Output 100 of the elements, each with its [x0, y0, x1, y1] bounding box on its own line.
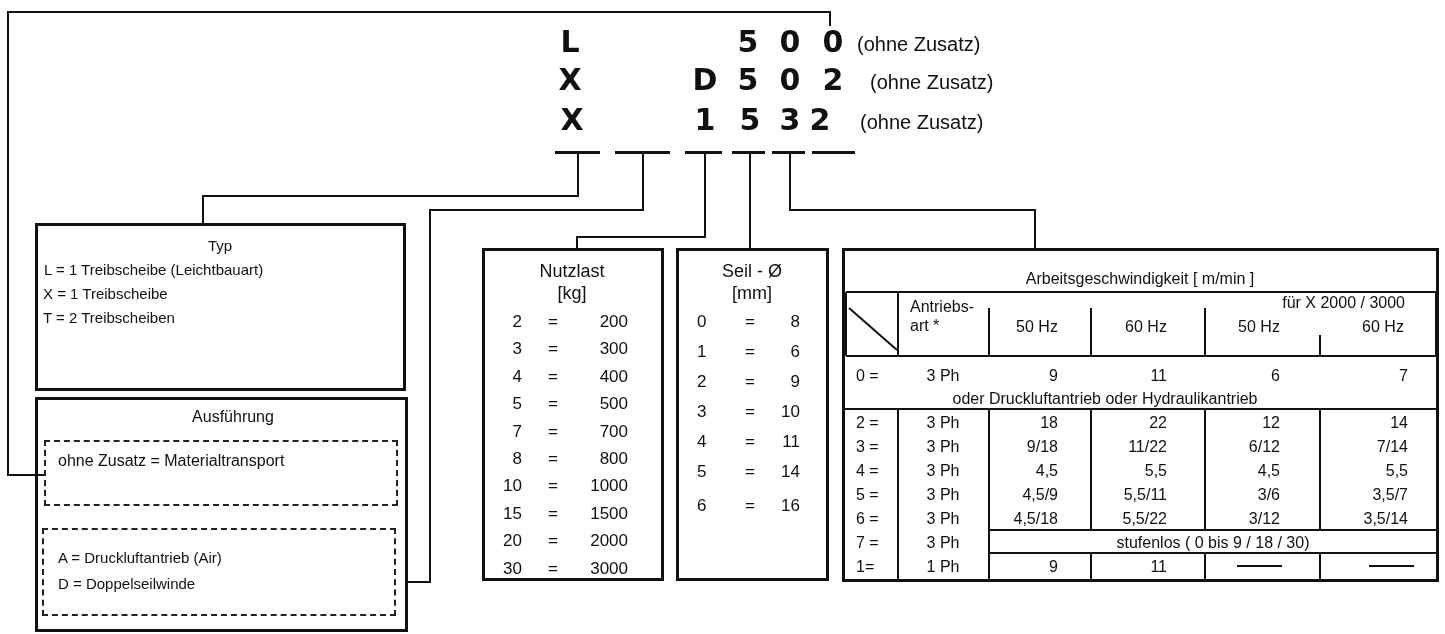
table-cell-text: 6 [1271, 366, 1280, 386]
table-cell-text: 4,5/9 [1022, 485, 1058, 505]
panel-heading: Seil - Ø [mm] [721, 261, 783, 305]
key-entry: X = 1 Treibscheibe [43, 285, 168, 303]
table-cell-text: 3 Ph [926, 461, 960, 481]
table-cell-text: 5 [512, 394, 522, 415]
table-cell-text: 3/12 [1248, 509, 1280, 529]
table-cell-text: 5,5/22 [1122, 509, 1167, 529]
code-character: 2 [809, 102, 831, 138]
option-frame [42, 528, 396, 616]
code-character: X [560, 102, 584, 138]
leader-line [576, 153, 706, 249]
leader-line [202, 153, 579, 224]
table-cell-text: 20 [503, 531, 522, 552]
table-cell-text: 60 Hz [1362, 317, 1404, 337]
leader-line [7, 11, 831, 476]
table-cell-text: = [548, 476, 558, 497]
code-character: D [692, 62, 718, 98]
table-cell-text: 2 = [856, 413, 879, 433]
code-character: 0 [822, 24, 844, 60]
table-cell-text: 3 [512, 339, 522, 360]
table-cell-text: 10 [781, 401, 800, 423]
key-entry: D = Doppelseilwinde [58, 575, 196, 593]
table-cell-text: 5,5/11 [1123, 485, 1167, 505]
code-character: 5 [739, 102, 761, 138]
code-character: 5 [737, 24, 759, 60]
option-frame [44, 440, 398, 506]
table-cell-text: 3 = [856, 437, 879, 457]
code-slot-underline [685, 151, 722, 154]
table-cell-text: 200 [599, 311, 628, 333]
table-cell-text: 3 Ph [926, 533, 960, 553]
table-cell-text: 7 [512, 421, 522, 442]
table-cell-text: 3/6 [1257, 485, 1280, 505]
table-cell-text: 2 [512, 311, 522, 333]
table-cell-text: 2000 [590, 531, 628, 552]
table-cell-text: 4 [697, 431, 707, 453]
table-cell-text: 9 [1049, 557, 1058, 577]
table-cell-text: 6 [697, 495, 707, 517]
table-cell-text: 3 [697, 401, 707, 423]
table-cell-text: = [548, 503, 558, 524]
code-slot-underline [615, 151, 670, 154]
table-cell-text: 10 [503, 476, 522, 497]
code-character: 2 [822, 62, 844, 98]
table-cell-text: 15 [503, 503, 522, 524]
table-cell-text: 4 = [856, 461, 879, 481]
code-character: X [558, 62, 582, 98]
leader-line [749, 153, 751, 249]
table-cell-text: = [745, 431, 755, 453]
table-cell-text: = [745, 311, 755, 333]
table-cell-text: 9 [790, 371, 800, 393]
panel-heading: Ausführung [192, 407, 274, 427]
table-cell-text: für X 2000 / 3000 [1282, 293, 1405, 313]
table-cell-text: 5,5 [1144, 461, 1167, 481]
panel-heading: Typ [207, 237, 233, 255]
table-cell-text: 1 [697, 341, 707, 363]
table-cell-text: 12 [1262, 413, 1280, 433]
table-cell-text: 4,5/18 [1013, 509, 1058, 529]
table-cell-text: 50 Hz [1016, 317, 1058, 337]
table-cell-text: Antriebs- art * [910, 296, 976, 336]
table-cell-text: = [745, 401, 755, 423]
table-cell-text: 0 [697, 311, 707, 333]
code-character: 1 [694, 102, 716, 138]
table-cell-text: 3,5/7 [1372, 485, 1408, 505]
panel-heading: ohne Zusatz = Materialtransport [58, 451, 285, 471]
table-cell-text: 7 = [856, 533, 879, 553]
code-character: 0 [779, 24, 801, 60]
table-cell-text: 7 [1399, 366, 1408, 386]
table-cell-text: 1= [856, 557, 875, 577]
table-cell-text: stufenlos ( 0 bis 9 / 18 / 30) [1116, 533, 1310, 553]
table-cell-text: 3 Ph [926, 485, 960, 505]
table-cell-text: 3 Ph [926, 366, 960, 386]
table-cell-text: 2 [697, 371, 707, 393]
table-cell-text: 7/14 [1376, 437, 1408, 457]
code-slot-underline [732, 151, 765, 154]
table-cell-text: 11 [1150, 557, 1167, 577]
load-key-panel [482, 248, 664, 581]
table-cell-text: 11 [1150, 366, 1167, 386]
key-entry: L = 1 Treibscheibe (Leichtbauart) [44, 261, 264, 279]
table-cell-text: 5,5 [1385, 461, 1408, 481]
table-cell-text: 14 [1390, 413, 1408, 433]
table-cell-text: = [548, 421, 558, 442]
code-character: 3 [779, 102, 801, 138]
table-cell-text: 8 [790, 311, 800, 333]
table-cell-text: 50 Hz [1238, 317, 1280, 337]
note-text: (ohne Zusatz) [860, 110, 984, 134]
table-cell-text: = [548, 558, 558, 579]
leader-line [407, 153, 644, 583]
code-character: L [560, 24, 580, 60]
table-cell-text: 4,5 [1257, 461, 1280, 481]
table-cell-text: oder Druckluftantrieb oder Hydraulikantrieb [952, 389, 1258, 409]
table-cell-text: 6 = [856, 509, 879, 529]
table-cell-text: = [548, 339, 558, 360]
table-cell-text: 3,5/14 [1363, 509, 1408, 529]
table-cell-text: 800 [599, 448, 628, 470]
table-cell-text: = [548, 394, 558, 415]
table-cell-text: 9 [1049, 366, 1058, 386]
table-cell-text: = [745, 495, 755, 517]
table-cell-text: 4 [512, 366, 522, 387]
table-cell-text: 700 [599, 421, 628, 442]
panel-heading: Arbeitsgeschwindigkeit [ m/min ] [1025, 269, 1255, 289]
